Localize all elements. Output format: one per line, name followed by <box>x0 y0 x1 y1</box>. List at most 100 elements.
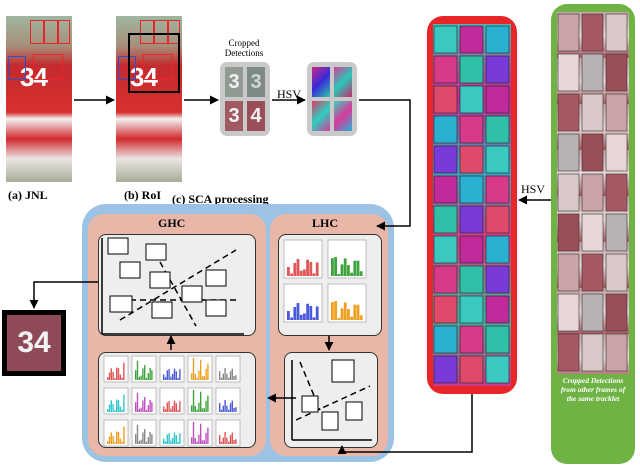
hsv-tracklet-tile <box>459 115 484 144</box>
jnl-red-box-2 <box>44 20 58 44</box>
hsv-tracklet-tile <box>485 355 510 384</box>
hsv-tracklet-tile <box>459 145 484 174</box>
hsv-tracklet-tile <box>459 25 484 54</box>
tracklet-crop-tiles <box>557 13 628 372</box>
hsv-tracklet-tile <box>459 265 484 294</box>
tracklet-crop-tile <box>557 13 580 52</box>
cropped-detections-panel: 3 3 3 4 <box>220 62 270 136</box>
tracklet-crop-tile <box>581 293 604 332</box>
roi-caption: (b) RoI <box>124 188 162 202</box>
hsv-tracklet-tile <box>485 295 510 324</box>
histogram-thumbnail <box>283 239 323 279</box>
hsv-tiles-panel <box>307 62 357 136</box>
hsv-tile-2 <box>334 67 352 97</box>
hsv-tracklet-tile <box>433 55 458 84</box>
arrow-red-to-lhc <box>337 394 473 455</box>
arrow-ghc-to-output <box>29 281 98 309</box>
histogram-thumbnail <box>103 419 129 447</box>
hsv-tracklet-tile <box>459 85 484 114</box>
roi-blue-box <box>118 56 136 80</box>
hsv-tracklet-tile <box>433 175 458 204</box>
hsv-tracklet-tile <box>433 235 458 264</box>
hsv-tile-3 <box>312 101 330 131</box>
arrow-hsv-to-lhc <box>359 99 411 231</box>
hsv-tracklet-tile <box>459 55 484 84</box>
histogram-thumbnail <box>283 283 323 323</box>
lhc-histograms <box>283 239 367 323</box>
jnl-red-box-1 <box>30 20 44 44</box>
histogram-thumbnail <box>131 419 157 447</box>
tracklet-crop-tile <box>605 253 628 292</box>
lhc-title: LHC <box>312 216 339 230</box>
ghc-histograms <box>103 355 241 447</box>
cropped-tile-3: 3 <box>225 101 243 131</box>
hsv-tracklet-tile <box>433 355 458 384</box>
tracklet-crop-tile <box>581 133 604 172</box>
hsv-tracklet-tile <box>433 145 458 174</box>
hsv-tracklet-tile <box>433 115 458 144</box>
hsv-tracklet-tile <box>485 25 510 54</box>
histogram-thumbnail <box>131 387 157 415</box>
ghc-cluster-plot <box>101 237 244 335</box>
histogram-thumbnail <box>215 419 241 447</box>
hsv-tracklet-tile <box>459 355 484 384</box>
hsv-tracklet-tile <box>459 235 484 264</box>
tracklet-crop-tile <box>605 173 628 212</box>
tracklet-crop-tile <box>557 173 580 212</box>
histogram-thumbnail <box>159 419 185 447</box>
hsv-tracklet-tile <box>485 55 510 84</box>
hsv-tracklet-tile <box>485 205 510 234</box>
tracklet-crop-tile <box>557 93 580 132</box>
tracklet-crop-tile <box>581 333 604 372</box>
hsv-tracklet-tile <box>485 175 510 204</box>
jnl-red-box-4 <box>33 54 63 80</box>
histogram-thumbnail <box>187 419 213 447</box>
hsv-tracklet-grid <box>433 24 511 386</box>
cropped-detections-label: Cropped Detections <box>224 38 264 58</box>
hsv-tracklet-tile <box>459 295 484 324</box>
hsv-tile-1 <box>312 67 330 97</box>
hsv-tracklet-tiles <box>433 25 510 384</box>
hsv-label-right: HSV <box>521 182 546 196</box>
histogram-thumbnail <box>327 283 367 323</box>
hsv-tracklet-tile <box>433 295 458 324</box>
cropped-tile-4: 4 <box>247 101 265 131</box>
histogram-thumbnail <box>103 387 129 415</box>
roi-red-box-3 <box>168 20 180 44</box>
lhc-cluster-panel <box>284 352 378 448</box>
sca-caption: (c) SCA processing <box>172 192 269 206</box>
hsv-tracklet-tile <box>459 175 484 204</box>
hsv-tracklet-tile <box>485 85 510 114</box>
histogram-thumbnail <box>159 355 185 383</box>
hsv-tracklet-tile <box>459 325 484 354</box>
histogram-thumbnail <box>327 239 367 279</box>
hsv-tracklet-tile <box>459 205 484 234</box>
tracklet-crop-tile <box>581 93 604 132</box>
tracklet-crop-tile <box>557 213 580 252</box>
roi-red-box-1 <box>140 20 154 44</box>
tracklet-crop-tile <box>557 253 580 292</box>
histogram-thumbnail <box>103 355 129 383</box>
tracklet-crop-tile <box>581 13 604 52</box>
jnl-red-box-3 <box>58 20 70 44</box>
tracklet-crop-tile <box>557 333 580 372</box>
histogram-thumbnail <box>159 387 185 415</box>
hsv-tracklet-tile <box>433 25 458 54</box>
histogram-thumbnail <box>215 387 241 415</box>
output-crop-image: 34 <box>7 315 61 371</box>
hsv-tile-4 <box>334 101 352 131</box>
hsv-tracklet-tile <box>433 265 458 294</box>
hsv-tracklet-tile <box>485 325 510 354</box>
tracklet-crop-tile <box>605 333 628 372</box>
jnl-blue-box <box>8 56 26 80</box>
hsv-tracklet-tile <box>433 205 458 234</box>
tracklet-crop-tile <box>581 253 604 292</box>
roi-red-box-4 <box>143 54 173 80</box>
roi-black-box <box>128 33 180 93</box>
tracklet-crop-tile <box>581 173 604 212</box>
tracklet-caption: Cropped Detections from other frames of … <box>560 376 626 403</box>
tracklet-crop-tile <box>605 293 628 332</box>
ghc-title: GHC <box>158 216 186 230</box>
tracklet-crop-tile <box>557 53 580 92</box>
